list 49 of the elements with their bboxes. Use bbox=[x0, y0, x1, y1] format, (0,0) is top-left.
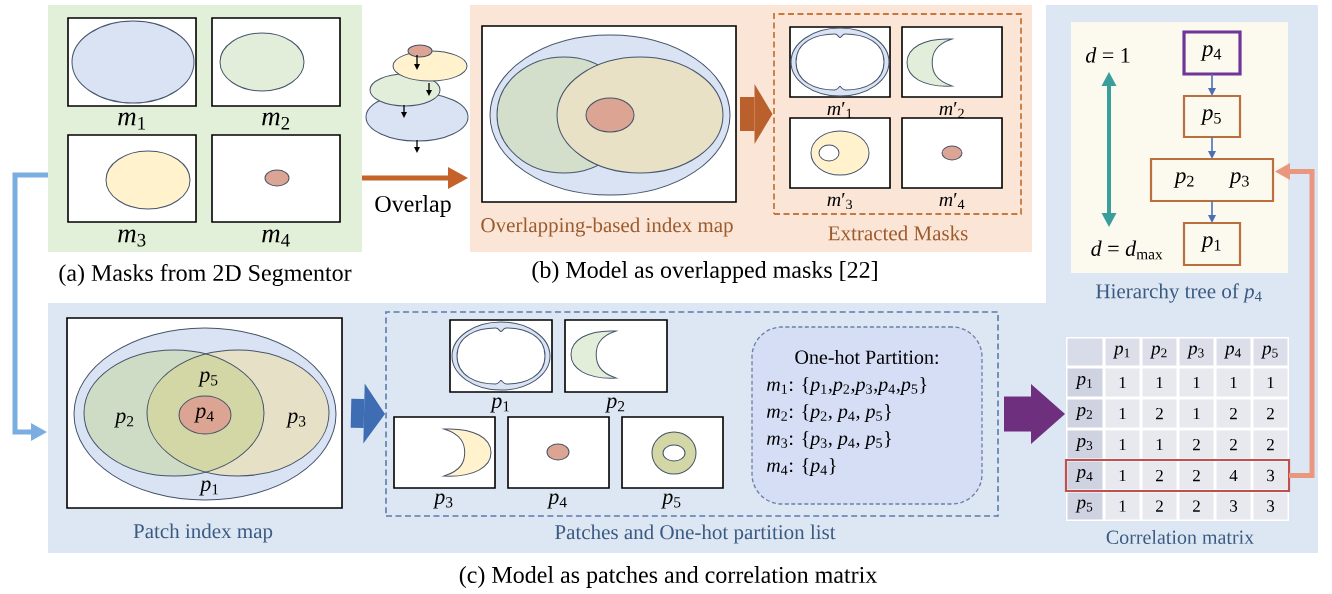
mask-label: m$_{3}$ bbox=[118, 229, 146, 247]
patch-label: p$_{5}$ bbox=[661, 493, 681, 509]
elbow-arrow bbox=[1275, 163, 1315, 478]
patch-label: p$_{3}$ bbox=[433, 493, 453, 509]
arrow bbox=[1208, 73, 1216, 96]
depth-label: d = 1 bbox=[1085, 47, 1130, 63]
mask-label: m$_{4}$ bbox=[262, 229, 290, 247]
group-caption: Extracted Masks bbox=[828, 225, 968, 241]
panel-caption: (c) Model as patches and correlation matrix bbox=[459, 566, 877, 588]
map-caption: Overlapping-based index map bbox=[481, 217, 733, 237]
math-label: p$_{3}$ bbox=[1228, 172, 1249, 188]
math-label: p$_{1}$ bbox=[1200, 236, 1221, 252]
block-arrow bbox=[350, 383, 385, 444]
edge-label: Overlap bbox=[373, 193, 453, 219]
partition-line: m$_{3}$: {p$_{3}$, p$_{4}$, p$_{5}$} bbox=[767, 430, 891, 450]
mask-label: m′$_{1}$ bbox=[827, 102, 852, 118]
partition-line: m$_{1}$: {p$_{1}$,p$_{2}$,p$_{3}$,p$_{4}$,p$_{5}$} bbox=[767, 376, 927, 396]
table-caption: Correlation matrix bbox=[1106, 530, 1254, 545]
panel-caption: (a) Masks from 2D Segmentor bbox=[59, 263, 352, 287]
mask-label: m′$_{3}$ bbox=[827, 192, 852, 210]
math-label: p$_{4}$ bbox=[1200, 45, 1222, 61]
patch-label: p$_{4}$ bbox=[547, 493, 567, 509]
partition-line: m$_{2}$: {p$_{2}$, p$_{4}$, p$_{5}$} bbox=[767, 403, 891, 423]
arrow bbox=[1208, 136, 1216, 159]
partition-line: m$_{4}$: {p$_{4}$} bbox=[767, 457, 836, 477]
patch-label: p$_{1}$ bbox=[490, 397, 510, 413]
region-label: p$_{4}$ bbox=[194, 407, 214, 423]
group-caption: Patches and One-hot partition list bbox=[555, 524, 836, 544]
mask-label: m$_{1}$ bbox=[118, 112, 145, 130]
region-label: p$_{1}$ bbox=[199, 480, 219, 496]
region-label: p$_{5}$ bbox=[198, 371, 218, 387]
panel-caption: Hierarchy tree of p$_{4}$ bbox=[1096, 283, 1262, 303]
math-label: p$_{5}$ bbox=[1200, 109, 1221, 125]
map-caption: Patch index map bbox=[133, 523, 273, 543]
region-label: p$_{2}$ bbox=[114, 412, 134, 428]
arrow bbox=[362, 167, 468, 189]
mask-label: m′$_{4}$ bbox=[939, 193, 965, 209]
panel-caption: (b) Model as overlapped masks [22] bbox=[532, 261, 877, 283]
math-label: p$_{2}$ bbox=[1173, 172, 1194, 188]
arrow bbox=[1208, 200, 1216, 223]
depth-label: d = d$_{max}$ bbox=[1091, 240, 1163, 260]
mask-label: m′$_{2}$ bbox=[939, 102, 964, 118]
mask-label: m$_{2}$ bbox=[262, 112, 290, 130]
elbow-arrow bbox=[12, 172, 48, 441]
block-arrow bbox=[740, 84, 773, 144]
region-label: p$_{3}$ bbox=[286, 412, 306, 428]
patch-label: p$_{2}$ bbox=[605, 397, 625, 413]
heading: One-hot Partition: bbox=[795, 349, 938, 365]
block-arrow bbox=[1004, 384, 1065, 444]
